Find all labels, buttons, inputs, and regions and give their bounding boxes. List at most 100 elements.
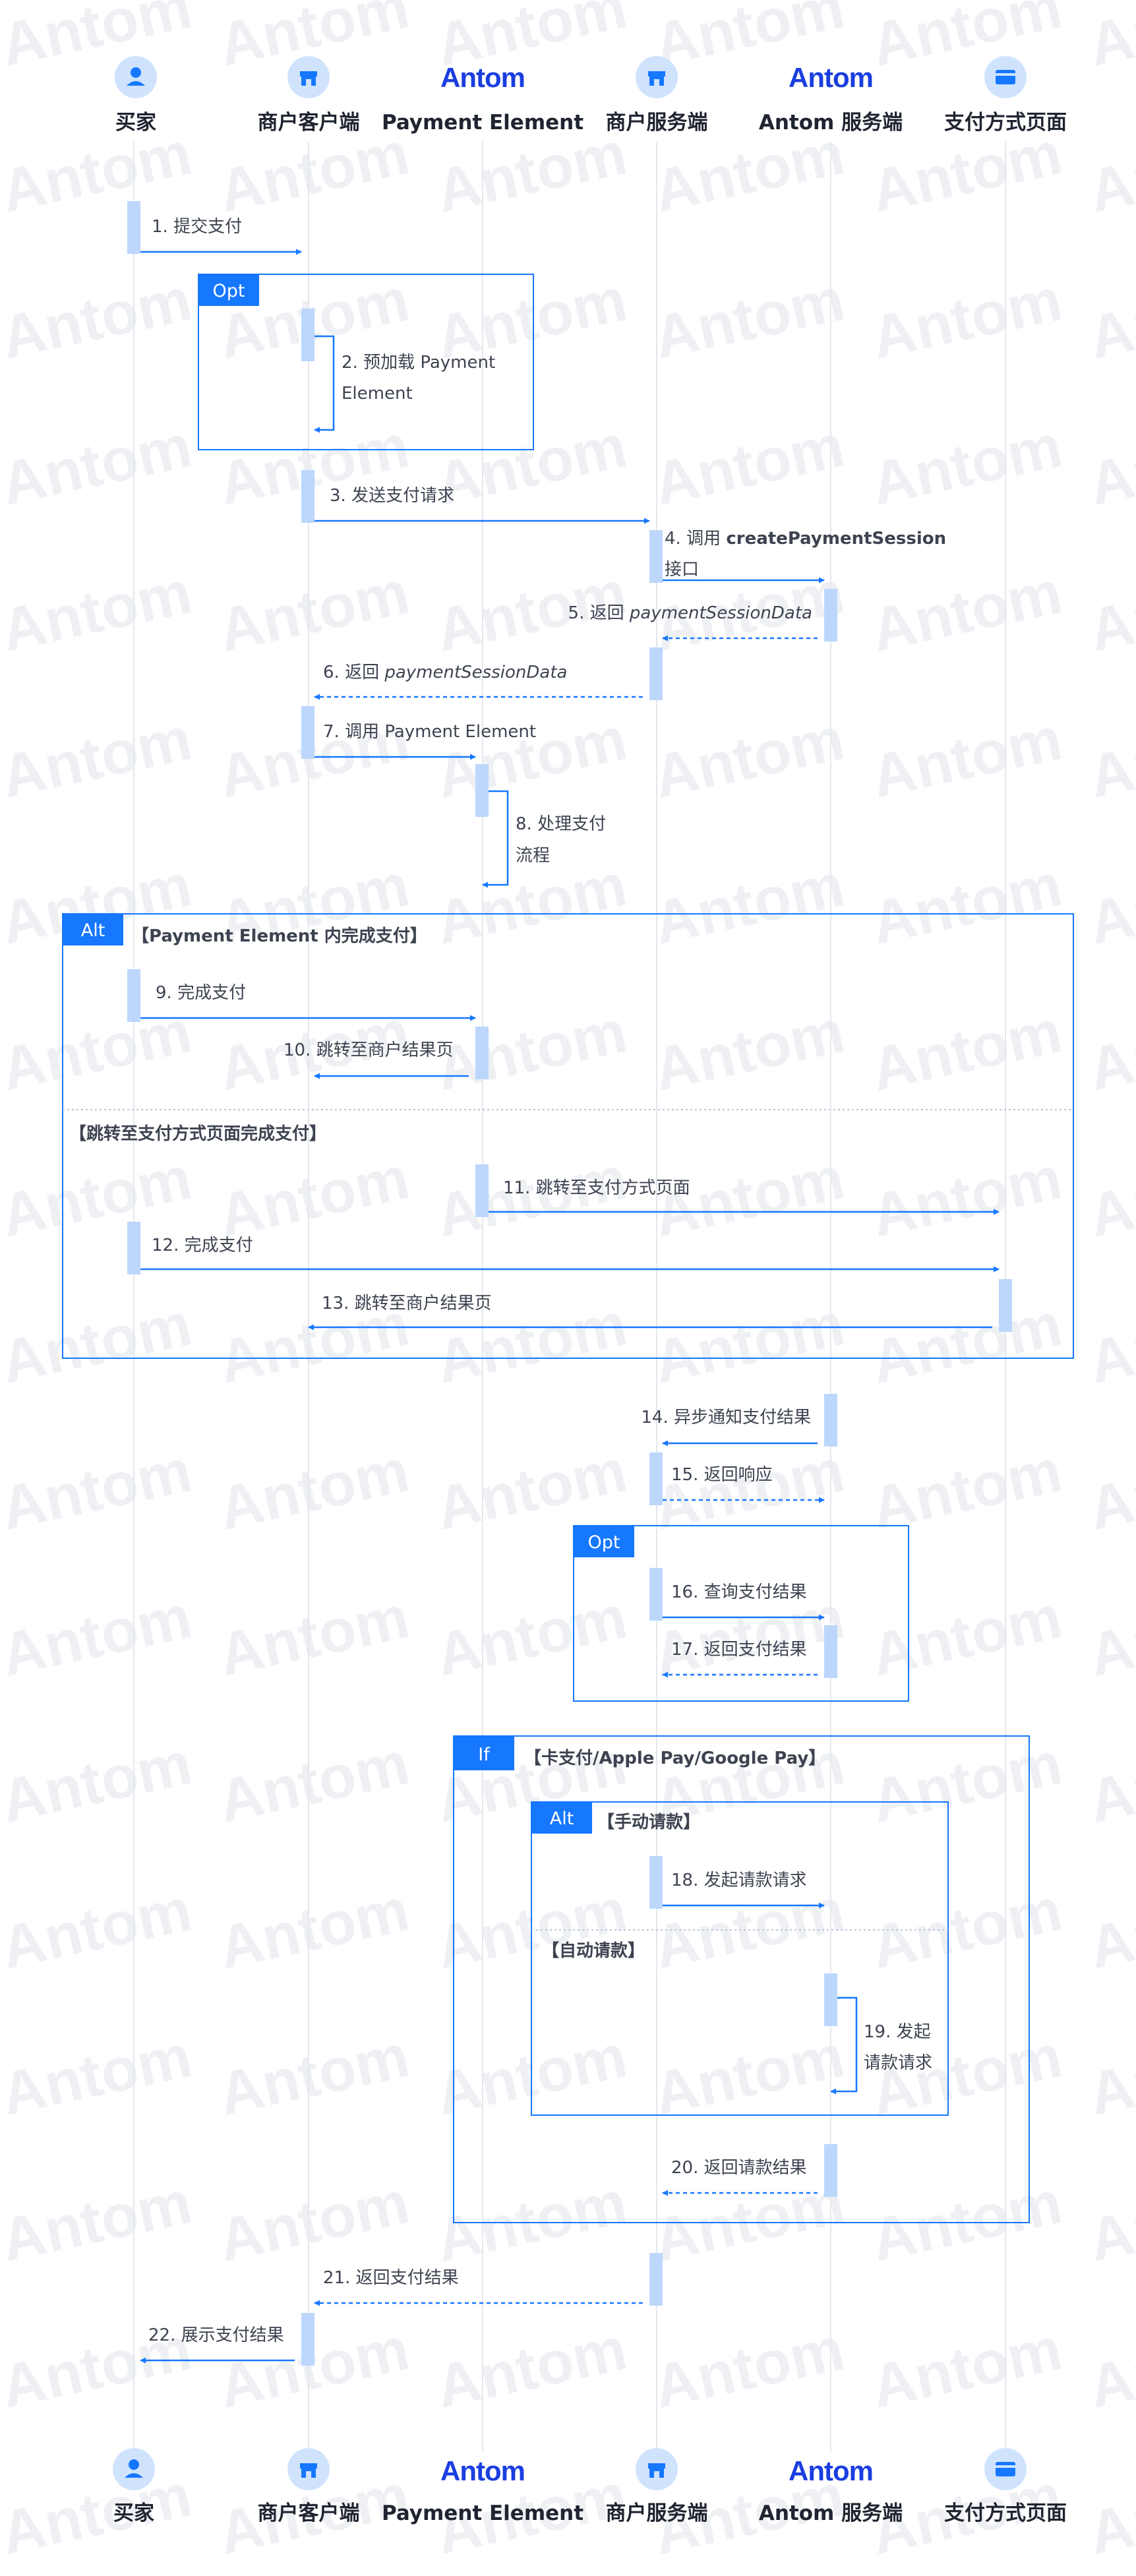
- watermark-text: Antom: [648, 1437, 850, 1542]
- watermark-text: Antom: [866, 412, 1067, 518]
- message-8-line2: 流程: [516, 846, 550, 866]
- watermark-text: Antom: [866, 1729, 1067, 1835]
- activation-bar: [301, 2313, 314, 2366]
- watermark-text: Antom: [648, 851, 850, 957]
- watermark-text: Antom: [648, 2022, 850, 2128]
- watermark-text: Antom: [648, 998, 850, 1103]
- fragment-guard: 【自动请款】: [542, 1940, 645, 1961]
- fragment-label: Opt: [588, 1532, 620, 1553]
- activation-bar: [475, 1164, 489, 1217]
- lifelines: [133, 142, 1006, 2453]
- watermark-text: Antom: [431, 1583, 632, 1689]
- message-5: 5. 返回 paymentSessionData: [568, 603, 812, 623]
- fragment-if: If 【卡支付/Apple Pay/Google Pay】: [453, 1735, 1030, 2223]
- watermark-text: Antom: [213, 1144, 415, 1249]
- watermark-text: Antom: [1083, 412, 1136, 518]
- watermark-text: Antom: [1083, 2315, 1136, 2420]
- message-13: 13. 跳转至商户结果页: [322, 1294, 492, 1313]
- participant-payment-method-page: 支付方式页面: [944, 2448, 1067, 2525]
- activation-bar: [824, 2144, 837, 2197]
- watermark-text: Antom: [213, 119, 415, 225]
- watermark-text: Antom: [1083, 2022, 1136, 2128]
- message-1: 1. 提交支付: [152, 217, 242, 237]
- activation-bar: [301, 309, 314, 361]
- watermark-text: Antom: [0, 412, 197, 518]
- activation-bar: [824, 1625, 837, 1678]
- activation-bar: [127, 969, 140, 1022]
- watermark-text: Antom: [866, 705, 1067, 810]
- message-2-line2: Element: [342, 384, 413, 404]
- watermark-text: Antom: [1083, 998, 1136, 1103]
- watermark-text: Antom: [0, 558, 197, 664]
- message-15: 15. 返回响应: [671, 1465, 773, 1485]
- message-19-line2: 请款请求: [864, 2053, 932, 2073]
- watermark-text: Antom: [648, 412, 850, 518]
- watermark-text: Antom: [1083, 2169, 1136, 2274]
- watermark-text: Antom: [213, 1583, 415, 1689]
- participant-name: 商户服务端: [606, 111, 708, 135]
- message-10: 10. 跳转至商户结果页: [284, 1040, 454, 1060]
- watermark-text: Antom: [1083, 0, 1136, 79]
- activation-bar: [475, 1027, 489, 1079]
- watermark-text: Antom: [0, 1144, 197, 1249]
- watermark-text: Antom: [0, 2169, 197, 2274]
- watermark-text: Antom: [866, 1290, 1067, 1396]
- participant-name: 买家: [115, 111, 156, 135]
- watermark-text: Antom: [1083, 558, 1136, 664]
- watermark-text: Antom: [1083, 1290, 1136, 1396]
- watermark-text: Antom: [648, 266, 850, 371]
- watermark-text: Antom: [648, 1876, 850, 1981]
- watermark-text: Antom: [1083, 1876, 1136, 1981]
- watermark-text: Antom: [0, 1876, 197, 1981]
- fragment-opt: Opt: [573, 1525, 909, 1702]
- participant-buyer: 买家: [115, 56, 157, 135]
- watermark-text: Antom: [1083, 119, 1136, 225]
- watermark-text: Antom: [213, 558, 415, 664]
- watermark-text: Antom: [866, 1144, 1067, 1249]
- watermark-text: Antom: [0, 119, 197, 225]
- watermark-text: Antom: [0, 266, 197, 371]
- message-18: 18. 发起请款请求: [671, 1871, 807, 1890]
- message-17: 17. 返回支付结果: [671, 1640, 807, 1660]
- participants-bottom: 买家 商户客户端 Antom Payment Element 商户服务端 Ant…: [113, 2448, 1067, 2525]
- activation-bar: [649, 1453, 663, 1505]
- message-labels: 1. 提交支付 2. 预加载 Payment Element 3. 发送支付请求…: [148, 217, 946, 2345]
- arrow-19: [830, 1996, 858, 2095]
- watermark-text: Antom: [0, 1290, 197, 1396]
- activation-bar: [649, 2253, 663, 2306]
- arrow-2: [314, 335, 335, 433]
- participant-merchant-client: 商户客户端: [258, 2448, 360, 2525]
- watermark-text: Antom: [648, 705, 850, 810]
- participant-name: 商户客户端: [258, 111, 360, 135]
- message-7: 7. 调用 Payment Element: [323, 722, 536, 742]
- participant-payment-element: Antom Payment Element: [382, 2455, 583, 2525]
- activation-bar: [824, 1394, 837, 1447]
- fragment-label: Alt: [550, 1809, 574, 1829]
- watermark-text: Antom: [1083, 1437, 1136, 1542]
- participant-name: 商户服务端: [606, 2501, 708, 2525]
- watermark-text: Antom: [866, 558, 1067, 664]
- antom-logo: Antom: [440, 2455, 525, 2486]
- watermark-text: Antom: [1083, 1583, 1136, 1689]
- message-14: 14. 异步通知支付结果: [641, 1408, 811, 1427]
- watermark-text: Antom: [0, 1437, 197, 1542]
- activation-bar: [824, 589, 837, 642]
- watermark-text: Antom: [431, 2315, 632, 2420]
- watermark-text: Antom: [213, 1729, 415, 1835]
- fragment-alt: Alt 【手动请款】 【自动请款】: [531, 1801, 949, 2116]
- fragment-label: If: [478, 1745, 491, 1765]
- fragment-guard: 【手动请款】: [597, 1812, 700, 1832]
- watermark-text: Antom: [0, 1729, 197, 1835]
- message-20: 20. 返回请款结果: [671, 2158, 807, 2178]
- watermark-text: Antom: [866, 1583, 1067, 1689]
- activation-bar: [999, 1279, 1012, 1332]
- watermark-text: Antom: [1083, 1144, 1136, 1249]
- watermark-text: Antom: [431, 998, 632, 1103]
- activation-bar: [649, 1856, 663, 1909]
- watermark-text: Antom: [1083, 2461, 1136, 2567]
- participant-buyer: 买家: [113, 2448, 155, 2525]
- watermark-text: Antom: [648, 2169, 850, 2274]
- watermark-text: Antom: [648, 2315, 850, 2420]
- watermark-text: Antom: [213, 2169, 415, 2274]
